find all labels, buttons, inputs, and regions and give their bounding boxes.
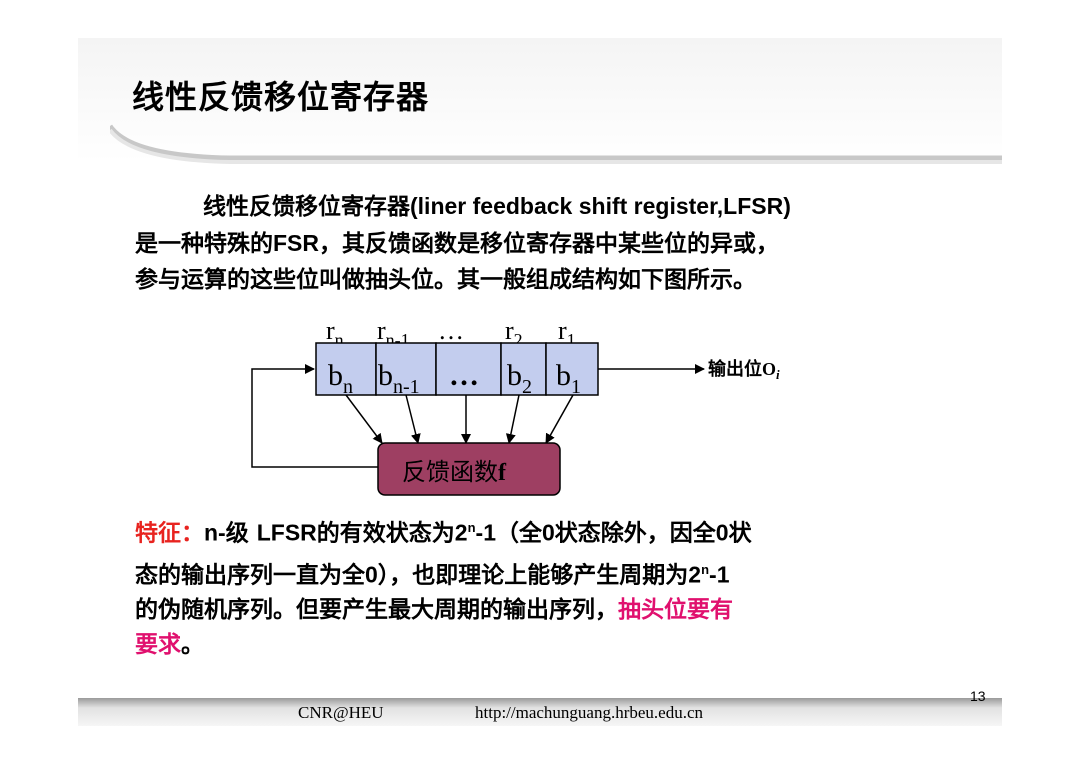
cell-text-b1: b1	[556, 359, 581, 398]
intro-term: FSR	[273, 230, 319, 256]
features-text: -1	[709, 561, 730, 588]
features-paragraph: 特征：n-级 LFSR的有效状态为2n-1（全0状态除外，因全0状 态的输出序列…	[135, 510, 975, 663]
footer-url: http://machunguang.hrbeu.edu.cn	[475, 703, 704, 722]
intro-line-3: 参与运算的这些位叫做抽头位。其一般组成结构如下图所示。	[135, 262, 995, 298]
features-text: 2	[688, 561, 702, 588]
footer-org: CNR@HEU	[298, 703, 384, 722]
cell-text-dots: …	[449, 359, 479, 392]
features-highlight: 要求	[135, 632, 181, 659]
intro-text: 是一种特殊的	[135, 231, 273, 257]
tap-arrow-b2	[505, 394, 520, 444]
features-line-4: 要求。	[135, 628, 975, 663]
features-text: 级	[225, 520, 257, 547]
register-cell-b2	[500, 342, 547, 396]
intro-paragraph: 线性反馈移位寄存器(liner feedback shift register,…	[135, 188, 995, 298]
features-text: LFSR	[256, 519, 317, 546]
features-line-2: 态的输出序列一直为全0），也即理论上能够产生周期为2n-1	[135, 552, 975, 594]
title-underline-curve	[110, 124, 1002, 164]
page-number: 13	[970, 688, 986, 704]
features-text: n-	[204, 519, 226, 546]
intro-text: ，其反馈函数是移位寄存器中某些位的异或，	[319, 231, 779, 257]
cell-text-bn: bn	[328, 359, 353, 398]
features-text: 0	[715, 519, 729, 546]
register-cell-bn-1	[375, 342, 437, 396]
features-text: ），也即理论上能够产生周期为	[377, 562, 689, 589]
output-label: 输出位Oi	[708, 358, 780, 382]
features-text: 2	[454, 519, 468, 546]
features-text: 状态除外，因全	[554, 520, 716, 547]
tap-arrow-bn-1	[405, 394, 421, 444]
features-superscript: n	[701, 561, 710, 577]
features-text: （全	[496, 520, 542, 547]
register-cell-dots	[435, 342, 502, 396]
features-text: 状	[728, 520, 752, 547]
feedback-function-box	[377, 442, 561, 496]
features-line-1: 特征：n-级 LFSR的有效状态为2n-1（全0状态除外，因全0状	[135, 510, 975, 552]
tap-label-r2: r2	[505, 316, 523, 350]
tap-arrow-bn	[345, 394, 383, 444]
features-text: 的伪随机序列。但要产生最大周期的输出序列，	[135, 597, 618, 624]
cell-text-bn-1: bn-1	[378, 359, 420, 398]
slide-title: 线性反馈移位寄存器	[132, 78, 430, 116]
feedback-loop-arrow	[251, 364, 378, 468]
cell-text-b2: b2	[507, 359, 532, 398]
features-text: 。	[181, 632, 204, 659]
features-text: 0	[542, 519, 555, 546]
lfsr-diagram: rn rn-1 … r2 r1 bn bn-1 … b2 b1 输出位Oi 反馈…	[251, 316, 780, 496]
features-highlight: 抽头位要有	[618, 597, 733, 624]
feedback-function-label: 反馈函数f	[402, 458, 507, 486]
intro-line-2: 是一种特殊的FSR，其反馈函数是移位寄存器中某些位的异或，	[135, 225, 995, 262]
register-cell-b1	[545, 342, 599, 396]
intro-line-1: 线性反馈移位寄存器(liner feedback shift register,…	[135, 188, 995, 225]
tap-label-rn: rn	[326, 316, 344, 350]
features-line-3: 的伪随机序列。但要产生最大周期的输出序列，抽头位要有	[135, 593, 975, 628]
tap-arrow-b1	[545, 394, 574, 444]
features-text: 的有效状态为	[316, 520, 455, 547]
features-label: 特征：	[135, 520, 204, 547]
features-text: 态的输出序列一直为全	[135, 562, 365, 589]
tap-label-r1: r1	[558, 316, 576, 350]
intro-term: (liner feedback shift register,LFSR)	[410, 193, 791, 219]
features-text: 0	[365, 561, 378, 588]
intro-text: 参与运算的这些位叫做抽头位。其一般组成结构如下图所示。	[135, 267, 756, 293]
features-superscript: n	[467, 520, 476, 535]
tap-label-dots: …	[438, 316, 464, 345]
intro-text: 线性反馈移位寄存器	[203, 194, 410, 220]
features-text: -1	[475, 519, 496, 546]
footer-band	[78, 698, 1002, 726]
